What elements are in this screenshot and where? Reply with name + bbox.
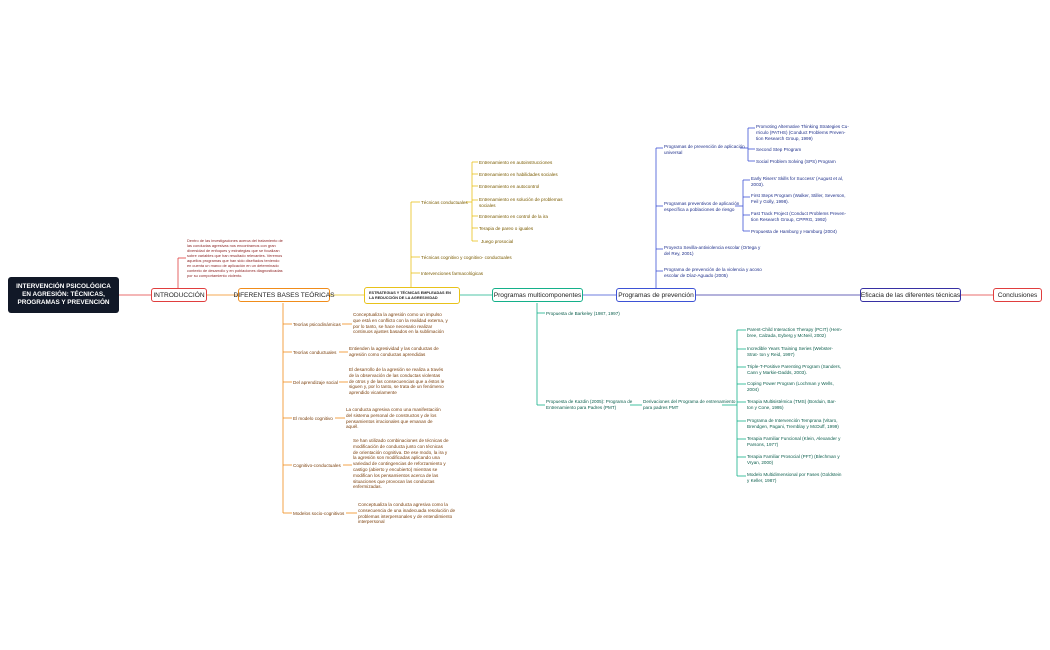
tecnicas-cognitivas: Técnicas cognitivo y cognitivo- conductu…	[421, 255, 512, 260]
tecnicas-conductuales: Técnicas conductuales	[421, 200, 468, 205]
base-desc: Conceptualiza la conducta agresiva como …	[358, 502, 456, 525]
base-label: Teorías conductuales	[293, 350, 337, 355]
hub-introduccion-label: INTRODUCCIÓN	[153, 291, 205, 299]
hub-multicomponentes-label: Programas multicomponentes	[493, 291, 582, 299]
pmt-item: Incredible Years Training Series (Webste…	[747, 346, 833, 357]
universal-item: Second Step Program	[756, 147, 802, 152]
conductual-item: Entrenamiento en solución de problemas s…	[479, 197, 563, 208]
derivaciones-pmt: Derivaciones del Programa de entrenamien…	[643, 399, 736, 410]
hub-conclusiones[interactable]: Conclusiones	[993, 288, 1042, 302]
conductual-item: Entrenamiento en autoinstrucciones	[479, 160, 553, 165]
hub-bases-label: DIFERENTES BASES TEÓRICAS	[233, 291, 335, 299]
pmt-item: Programa de Intervención Temprana (Vitar…	[747, 418, 839, 429]
hub-eficacia-label: Eficacia de las diferentes técnicas	[860, 291, 961, 299]
universal-item: Social Problem Solving (SPS) Program	[756, 159, 836, 164]
propuesta-kazdin: Propuesta de Kazdin (2005): Programa de …	[546, 399, 633, 410]
conductual-item: Entrenamiento en control de la ira	[479, 214, 548, 219]
pmt-item: Parent-Child Interaction Therapy (PCIT) …	[747, 327, 843, 338]
riesgo-item: First Steps Program (Walker, Stiller, Se…	[751, 193, 846, 204]
hub-eficacia[interactable]: Eficacia de las diferentes técnicas	[860, 288, 961, 302]
hub-prevencion-label: Programas de prevención	[618, 291, 694, 299]
base-label: Del aprendizaje social	[293, 380, 338, 385]
prevencion-riesgo: Programas preventivos de aplicación espe…	[664, 201, 740, 212]
universal-item: Promoting Alternative Thinking Strategie…	[756, 124, 849, 141]
base-label: Cognitivo-conductuales	[293, 463, 341, 468]
hub-conclusiones-label: Conclusiones	[997, 291, 1038, 299]
riesgo-item: Propuesta de Hamburg y Hamburg (2004)	[751, 229, 837, 234]
conductual-item: Terapia de pareo o iguales	[479, 226, 534, 231]
prevencion-universal: Programas de prevención de aplicación un…	[664, 144, 745, 155]
intervenciones-farmacologicas: Intervenciones farmacológicas	[421, 271, 484, 276]
root-topic[interactable]: INTERVENCIÓN PSICOLÓGICA EN AGRESIÓN: TÉ…	[8, 277, 119, 313]
hub-multicomponentes[interactable]: Programas multicomponentes	[492, 288, 583, 302]
hub-prevencion[interactable]: Programas de prevención	[616, 288, 696, 302]
base-label: Teorías psicodinámicas	[293, 322, 341, 327]
base-desc: Conceptualiza la agresión como un impuls…	[353, 312, 448, 335]
pmt-item: Triple-T-Positive Parenting Program (San…	[747, 364, 842, 375]
hub-introduccion[interactable]: INTRODUCCIÓN	[151, 288, 207, 302]
conductual-item: Entrenamiento en habilidades sociales	[479, 172, 558, 177]
propuesta-barkeley: Propuesta de Barkeley (1987, 1997)	[546, 311, 620, 316]
pmt-item: Terapia Familiar Prosocial (PFT) (Blechm…	[747, 454, 840, 465]
pmt-item: Terapia Familiar Funcional (Klein, Alexa…	[747, 436, 841, 447]
intro-text: Dentro de las investigaciones acerca del…	[187, 238, 283, 278]
base-label: El modelo cognitivo	[293, 416, 333, 421]
hub-estrategias[interactable]: ESTRATEGIAS Y TÉCNICAS EMPLEADAS EN LA R…	[364, 287, 460, 304]
proyecto-sevilla: Proyecto Sevilla-antiviolencia escolar (…	[664, 245, 761, 256]
pmt-item: Terapia Multisistémica (TMS) (Borduin, B…	[747, 399, 837, 410]
base-desc: Entienden la agresividad y las conductas…	[349, 346, 439, 357]
pmt-item: Modelo Multidimensional por Fases (Golds…	[747, 472, 842, 483]
root-title: INTERVENCIÓN PSICOLÓGICA EN AGRESIÓN: TÉ…	[16, 283, 111, 306]
pmt-item: Coping Power Program (Lochman y Wells, 2…	[747, 381, 834, 392]
hub-bases[interactable]: DIFERENTES BASES TEÓRICAS	[234, 288, 335, 302]
base-desc: La conducta agresiva como una manifestac…	[346, 407, 441, 430]
base-desc: Se han utilizado combinaciones de técnic…	[353, 438, 449, 490]
base-label: Modelos socio-cognitivos	[293, 511, 345, 516]
hub-estrategias-label: ESTRATEGIAS Y TÉCNICAS EMPLEADAS EN LA R…	[369, 290, 451, 300]
programa-acoso: Programa de prevención de la violencia y…	[664, 267, 762, 278]
conductual-item: Entrenamiento en autocontrol	[479, 184, 540, 189]
base-desc: El desarrollo de la agresión se realiza …	[349, 367, 445, 396]
riesgo-item: Early Risers' Skills for Success' (Augus…	[751, 176, 844, 187]
conductual-item: Juego prosocial	[481, 239, 514, 244]
riesgo-item: Fast Track Project (Conduct Problems Pre…	[751, 211, 846, 222]
